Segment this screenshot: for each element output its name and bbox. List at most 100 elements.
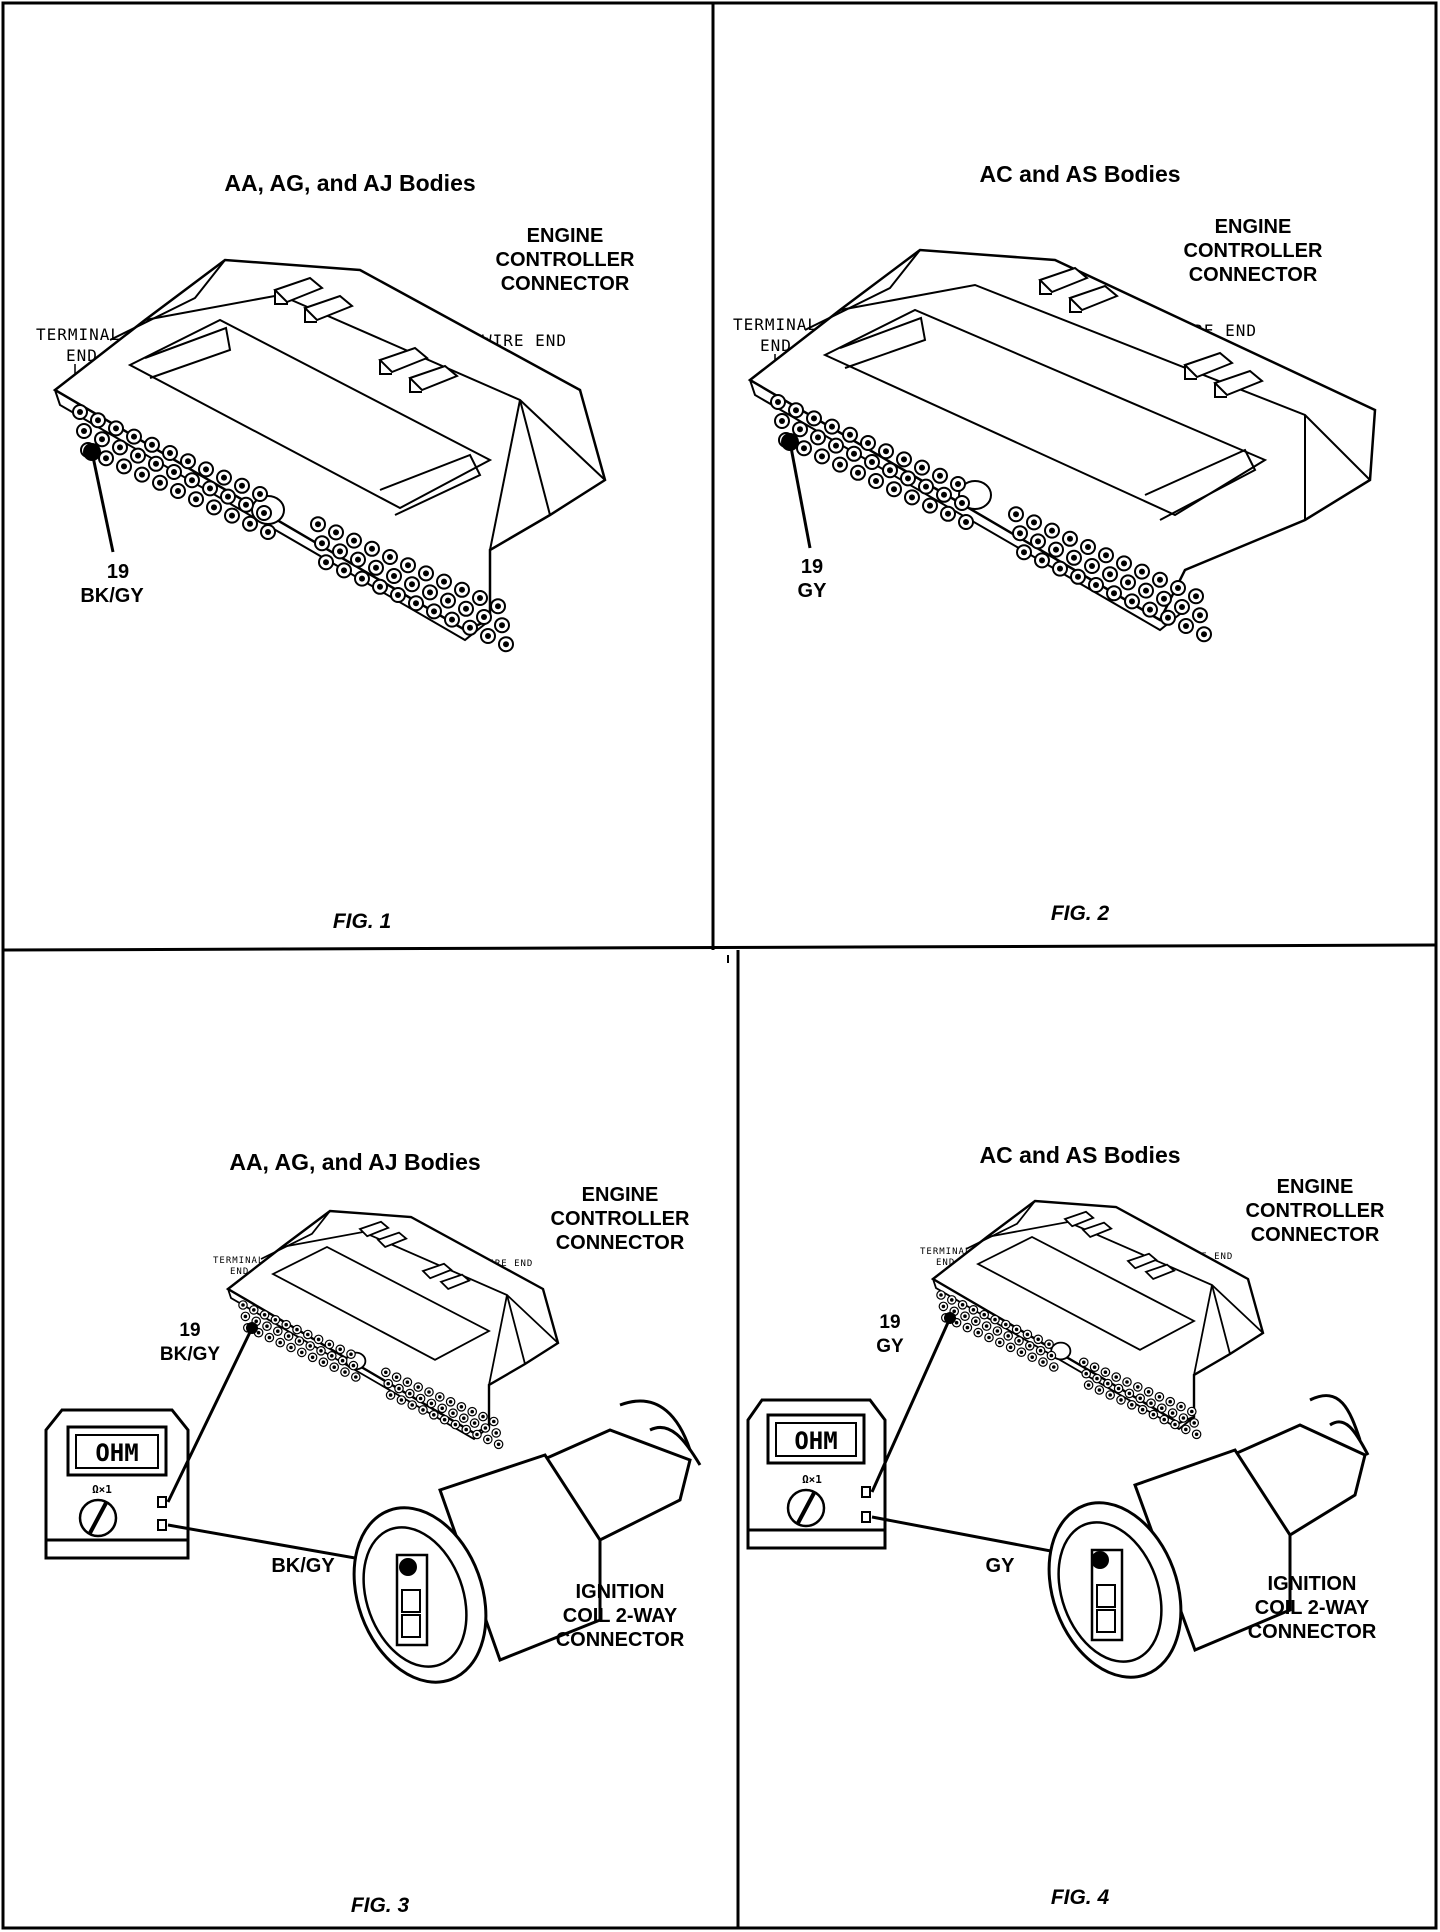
connector-pin-center [369, 545, 375, 552]
connector-pin-center [384, 1370, 388, 1375]
connector-pin-center [117, 444, 123, 451]
connector-pin-center [855, 469, 861, 476]
connector-pin-center [432, 1413, 436, 1417]
connector-pin-center [481, 614, 487, 620]
connector-pin-center [175, 488, 181, 494]
connector-pin-center [1017, 530, 1023, 537]
figure-3-probe-lead-1 [166, 1327, 254, 1503]
connector-pin-center [1161, 595, 1167, 602]
connector-pin-center [963, 519, 969, 525]
connector-pin-center [998, 1340, 1002, 1345]
connector-pin-center [865, 440, 871, 446]
connector-pin-center [1175, 585, 1181, 591]
connector-pin-center [373, 564, 379, 571]
connector-pin-center [971, 1308, 976, 1312]
connector-pin-center [221, 474, 227, 481]
connector-pin-center [1179, 604, 1185, 610]
connector-pin-center [1103, 552, 1109, 559]
connector-pin-center [77, 409, 83, 415]
connector-pin-center [81, 428, 87, 434]
figure-1-engine-controller-connector [52, 258, 607, 642]
connector-pin-center [987, 1335, 991, 1340]
figure-3-ohmmeter: OHM Ω×1 [44, 1408, 190, 1560]
connector-pin-center [499, 622, 505, 629]
connector-pin-center [252, 1308, 256, 1312]
connector-pin-center [193, 496, 199, 503]
connector-pin-center [319, 540, 325, 547]
figure-4-coil-label-3: CONNECTOR [1248, 1621, 1377, 1643]
figure-2-connector-label-2: CONTROLLER [1184, 240, 1323, 262]
connector-pin-center [503, 641, 509, 648]
connector-pin-center [1049, 1353, 1054, 1358]
connector-pin-center [418, 1396, 423, 1401]
connector-pin-center [1173, 1422, 1177, 1427]
connector-pin-center [869, 459, 875, 465]
connector-pin-center [310, 1355, 315, 1360]
connector-pin-center [1192, 1421, 1196, 1425]
figure-4-ignition-coil-connector [1047, 1394, 1370, 1679]
figure-1-wire-end: WIRE END [482, 331, 567, 350]
figure-1-caption: FIG. 1 [333, 910, 391, 933]
connector-pin-center [939, 1293, 943, 1297]
connector-pin-center [388, 1393, 393, 1397]
figure-2-pin-19-number: 19 [801, 556, 823, 578]
connector-pin-center [901, 456, 907, 463]
figure-4-terminal-end-2: END [936, 1258, 955, 1268]
connector-pin-center [941, 1304, 946, 1309]
connector-pin-center [399, 1398, 404, 1402]
figure-4-pin-19-number: 19 [879, 1312, 900, 1333]
connector-pin-center [1108, 1393, 1112, 1397]
figure-4-coil-label-2: COIL 2-WAY [1255, 1597, 1370, 1619]
connector-pin-center [453, 1422, 458, 1427]
connector-pin-center [1017, 1339, 1021, 1343]
connector-pin-center [1129, 598, 1135, 605]
connector-pin-center [315, 521, 321, 528]
connector-pin-center [950, 1298, 954, 1302]
connector-pin-center [1082, 1360, 1086, 1365]
connector-pin-center [1075, 573, 1081, 580]
connector-pin-center [937, 472, 943, 479]
figure-3-meter-jack-bottom [157, 1519, 167, 1531]
connector-pin-center [300, 1350, 304, 1355]
connector-pin-center [837, 461, 843, 468]
figure-3-terminal-end-1: TERMINAL [213, 1256, 264, 1266]
connector-pin-center [982, 1312, 986, 1317]
connector-pin-center [265, 529, 271, 535]
connector-pin-center [441, 578, 447, 585]
connector-pin-center [1125, 1380, 1129, 1384]
connector-pin-center [993, 1317, 997, 1322]
connector-pin-center [941, 491, 947, 498]
connector-pin-center [1201, 631, 1207, 638]
figure-1-connector-label-3: CONNECTOR [501, 273, 630, 295]
connector-pin-center [470, 1409, 475, 1414]
connector-pin-center [472, 1421, 477, 1425]
connector-pin-center [1038, 1348, 1043, 1353]
connector-pin-center [1111, 590, 1117, 597]
connector-pin-center [1041, 1360, 1045, 1364]
connector-pin-center [463, 605, 469, 612]
connector-pin-center [340, 1358, 345, 1363]
connector-pin-center [1093, 582, 1099, 588]
connector-pin-center [405, 1380, 410, 1384]
connector-pin-center [153, 460, 159, 467]
connector-pin-center [278, 1340, 283, 1345]
connector-pin-center [963, 1314, 967, 1318]
connector-pin-center [451, 1411, 455, 1415]
connector-pin-center [440, 1406, 445, 1411]
figure-2-engine-controller-connector [747, 248, 1377, 632]
connector-pin-center [1028, 1344, 1032, 1348]
connector-pin-center [779, 418, 785, 424]
figure-3-pin-19-number: 19 [179, 1320, 200, 1341]
figure-4-meter-jack-top [861, 1486, 871, 1498]
connector-pin-center [1138, 1396, 1142, 1401]
connector-pin-center [113, 425, 119, 432]
figure-3-connector-label-1: ENGINE [582, 1184, 659, 1206]
connector-pin-center [1143, 587, 1149, 594]
connector-pin-center [1165, 614, 1171, 621]
figure-2-caption: FIG. 2 [1051, 902, 1110, 925]
connector-pin-center [1019, 1350, 1024, 1354]
connector-pin-center [965, 1325, 970, 1330]
figure-2-title: AC and AS Bodies [979, 161, 1180, 187]
connector-pin-center [1086, 1383, 1091, 1387]
connector-pin-center [1030, 1355, 1034, 1359]
